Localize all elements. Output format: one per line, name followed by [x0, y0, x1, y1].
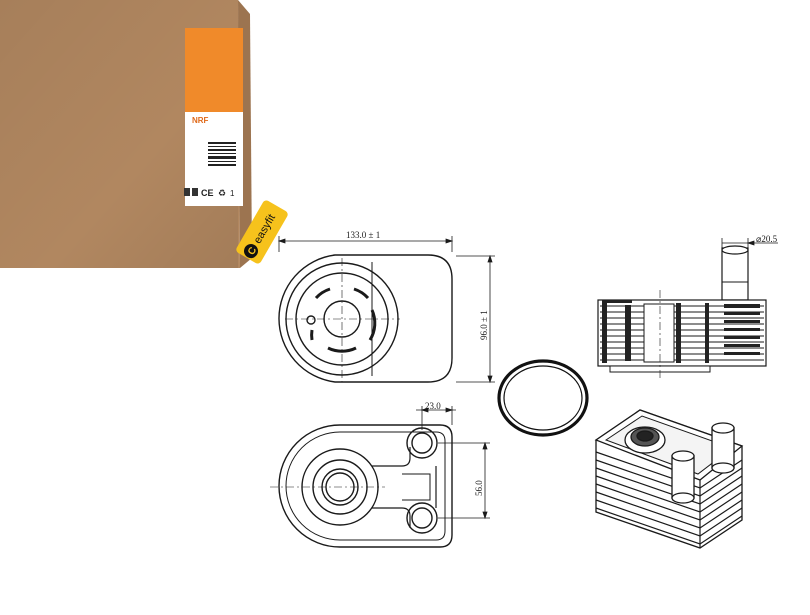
port-spacing-dimension-label: 56.0: [474, 480, 484, 496]
port-dimension-label: 23.0: [425, 401, 441, 411]
brand-logo-text: NRF: [192, 116, 209, 125]
top-view-drawing: [278, 254, 453, 383]
side-view-drawing: [597, 245, 767, 380]
width-dimension: [277, 236, 454, 252]
height-dimension-label: 96.0 ± 1: [479, 310, 489, 340]
symbol-icon: [184, 188, 190, 196]
o-ring: [497, 359, 589, 437]
quantity-label: 1: [230, 189, 235, 198]
easyfit-mark: C: [246, 245, 259, 257]
height-dimension: [456, 254, 495, 384]
port-dimension: [416, 406, 456, 430]
symbol-icon: [192, 188, 198, 196]
ce-mark: CE: [201, 188, 214, 198]
box-label: NRF CE ♻ 1: [184, 28, 243, 206]
port-spacing-dimension: [438, 441, 490, 520]
barcode-icon: [207, 140, 237, 168]
cardboard-box: [0, 0, 252, 268]
width-dimension-label: 133.0 ± 1: [346, 230, 380, 240]
pipe-dimension: [721, 238, 778, 252]
recycle-icon: ♻: [218, 188, 226, 198]
pipe-dimension-label: ⌀20.5: [756, 234, 778, 244]
bottom-view-drawing: [270, 424, 453, 548]
isometric-view-drawing: [594, 409, 744, 549]
